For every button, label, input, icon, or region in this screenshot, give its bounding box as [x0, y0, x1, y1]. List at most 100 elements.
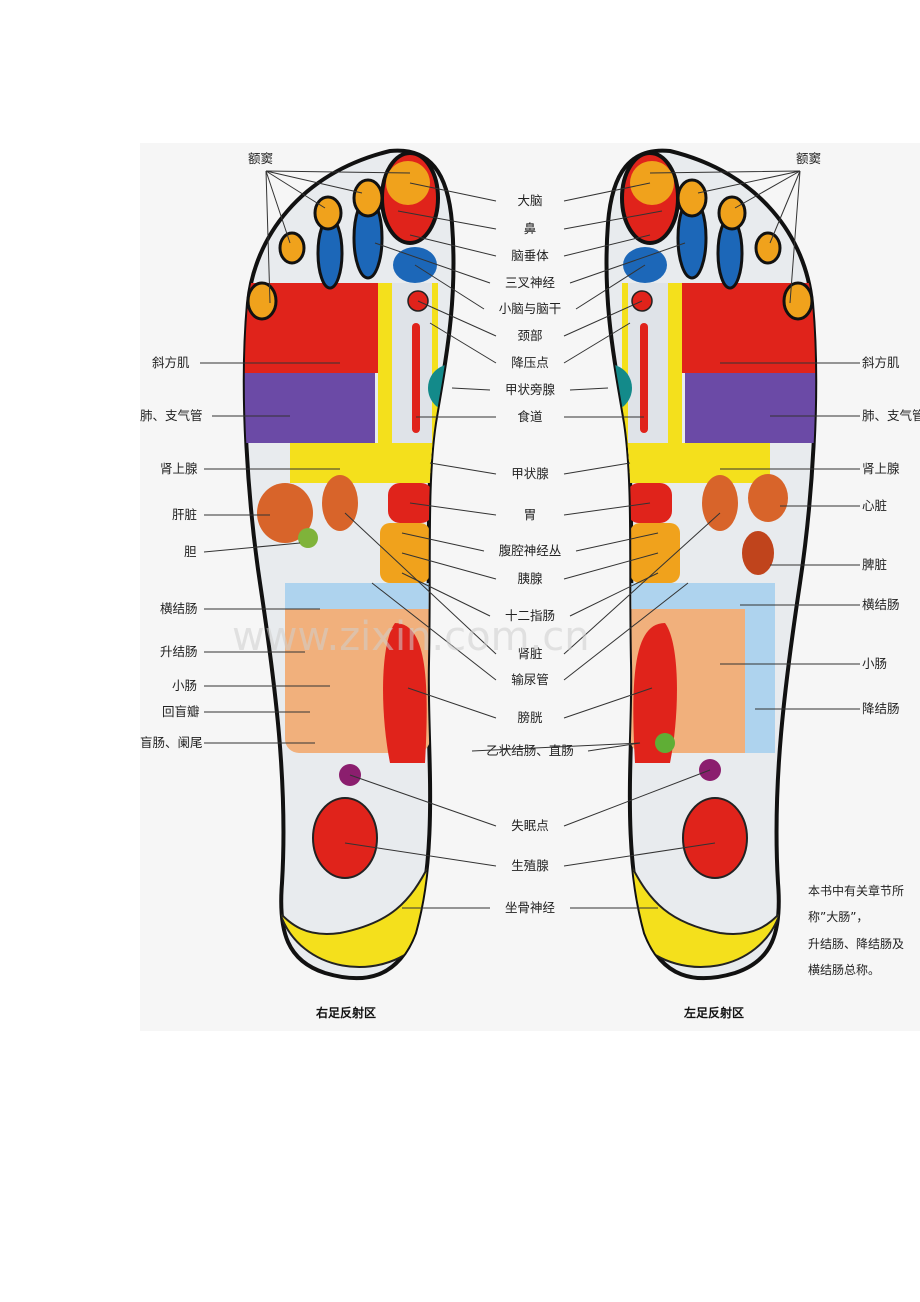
center-leader-right-13 [401, 552, 497, 580]
center-label-15: 肾脏 [517, 646, 542, 661]
label-left-descending-colon: 降结肠 [862, 701, 900, 716]
right-gallbladder [298, 528, 318, 548]
center-label-16: 输尿管 [511, 672, 549, 687]
right-thyroid-band [290, 443, 440, 483]
center-leader-right-17 [407, 687, 497, 719]
center-leader-right-8 [451, 387, 491, 391]
label-right-ascending-colon: 升结肠 [160, 644, 198, 659]
center-label-1: 大脑 [517, 193, 542, 208]
right-bladder [383, 623, 427, 763]
center-leader-left-10 [563, 462, 631, 475]
center-leader-left-16 [563, 582, 689, 681]
center-label-14: 十二指肠 [505, 608, 555, 623]
center-leader-left-17 [563, 687, 653, 719]
note-line-2: 称”大肠”， [808, 910, 868, 924]
right-liver [257, 483, 313, 543]
center-labels: 大脑鼻脑垂体三叉神经小脑与脑干颈部降压点甲状旁腺食道甲状腺胃腹腔神经丛胰腺十二指… [344, 182, 721, 915]
left-esophagus [640, 323, 648, 433]
center-leader-left-19 [563, 769, 711, 827]
center-leader-right-18 [471, 742, 641, 752]
center-leader-left-7 [563, 322, 631, 364]
left-sigmoid-colon [655, 733, 675, 753]
center-leader-left-6 [563, 300, 643, 337]
center-label-4: 三叉神经 [505, 275, 556, 290]
center-leader-left-20 [563, 842, 716, 867]
left-toe-4 [754, 231, 782, 265]
label-right-sinus: 额窦 [248, 151, 273, 166]
left-kidney [702, 475, 738, 531]
label-left-transverse-colon: 横结肠 [862, 597, 900, 612]
label-left-spleen: 脾脏 [862, 557, 887, 572]
label-right-trapezius: 斜方肌 [152, 355, 190, 370]
left-sciatic-nerve-zone [629, 862, 781, 968]
center-leader-left-5 [575, 264, 646, 310]
caption-right-foot: 右足反射区 [315, 1005, 376, 1020]
center-leader-left-13 [563, 552, 659, 580]
center-leader-left-18 [587, 742, 641, 752]
center-leader-right-20 [344, 842, 497, 867]
right-toe-4 [278, 231, 306, 265]
right-toe-5 [246, 281, 278, 321]
right-side-labels: 额窦 斜方肌 肺、支气管 肾上腺 肝脏 胆 横结肠 升结肠 小肠 回盲瓣 盲肠、… [140, 151, 411, 750]
label-right-transverse-colon: 横结肠 [160, 601, 198, 616]
center-label-12: 腹腔神经丛 [499, 543, 562, 558]
right-esophagus [412, 323, 420, 433]
center-label-13: 胰腺 [517, 571, 543, 586]
center-leader-right-15 [344, 512, 497, 655]
left-spleen [742, 531, 774, 575]
center-leader-right-5 [414, 264, 485, 310]
center-label-3: 脑垂体 [511, 248, 549, 263]
center-leader-right-12 [401, 532, 485, 552]
label-left-trapezius: 斜方肌 [862, 355, 900, 370]
center-label-8: 甲状旁腺 [505, 382, 556, 397]
center-label-6: 颈部 [517, 328, 542, 343]
left-bladder [633, 623, 677, 763]
center-leader-left-2 [563, 210, 663, 230]
foot-reflexology-diagram: 大脑鼻脑垂体三叉神经小脑与脑干颈部降压点甲状旁腺食道甲状腺胃腹腔神经丛胰腺十二指… [140, 148, 920, 1020]
center-leader-right-6 [417, 300, 497, 337]
right-sciatic-nerve-zone [279, 862, 431, 968]
center-label-5: 小脑与脑干 [499, 301, 562, 316]
caption-left-foot: 左足反射区 [683, 1005, 744, 1020]
right-foot [242, 148, 456, 981]
label-left-heart: 心脏 [862, 498, 887, 513]
center-leader-left-12 [575, 532, 659, 552]
center-label-7: 降压点 [511, 355, 549, 370]
center-leader-right-4 [374, 242, 491, 284]
label-left-adrenal: 肾上腺 [862, 461, 900, 476]
label-right-lung: 肺、支气管 [140, 408, 203, 423]
left-gonad-zone [682, 797, 748, 879]
label-left-small-intestine: 小肠 [862, 656, 887, 671]
note-line-1: 本书中有关章节所 [808, 883, 904, 898]
center-label-17: 膀胱 [517, 710, 543, 725]
label-right-ileocecal-valve: 回盲瓣 [162, 704, 200, 719]
center-label-19: 失眠点 [511, 818, 549, 833]
right-gonad-zone [312, 797, 378, 879]
center-leader-left-4 [569, 242, 686, 284]
center-label-21: 坐骨神经 [505, 900, 556, 915]
watermark: www.zixin.com.cn [232, 614, 590, 660]
center-leader-left-3 [563, 234, 651, 257]
left-foot [604, 148, 818, 981]
center-label-10: 甲状腺 [511, 466, 549, 481]
label-left-lung: 肺、支气管 [862, 408, 920, 423]
left-toe-5 [782, 281, 814, 321]
center-leader-right-16 [371, 582, 497, 681]
center-label-2: 鼻 [524, 221, 537, 236]
label-right-adrenal: 肾上腺 [160, 461, 198, 476]
right-kidney [322, 475, 358, 531]
center-label-11: 胃 [524, 507, 537, 522]
right-transverse-colon [285, 583, 430, 609]
left-lung-zone [685, 373, 816, 443]
left-pancreas [630, 523, 680, 583]
center-leader-right-11 [409, 502, 497, 516]
center-leader-left-15 [563, 512, 721, 655]
center-leader-right-1 [409, 182, 497, 202]
label-right-small-intestine: 小肠 [172, 678, 197, 693]
left-heart [748, 474, 788, 522]
center-leader-left-1 [563, 182, 651, 202]
label-right-gallbladder: 胆 [184, 544, 197, 559]
diagram-panel: 大脑鼻脑垂体三叉神经小脑与脑干颈部降压点甲状旁腺食道甲状腺胃腹腔神经丛胰腺十二指… [140, 143, 920, 1031]
label-left-sinus: 额窦 [796, 151, 821, 166]
note-line-3: 升结肠、降结肠及 [808, 937, 904, 951]
